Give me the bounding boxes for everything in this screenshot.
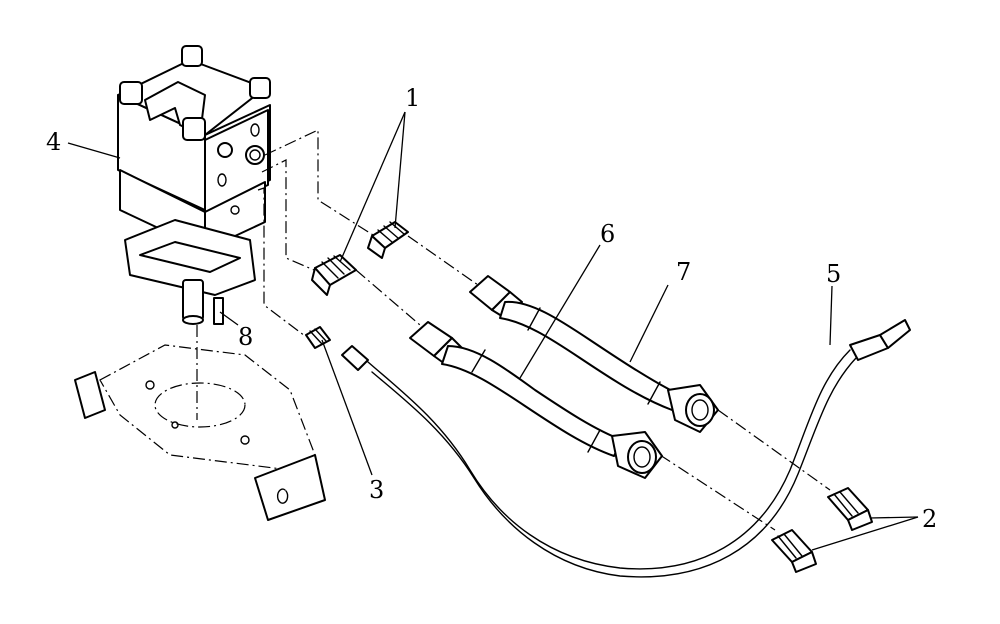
shaft-key — [213, 297, 224, 325]
callout-5: 5 — [826, 260, 841, 288]
fitting-upper — [367, 221, 409, 259]
leader-lines — [67, 111, 919, 551]
hose-7 — [469, 275, 719, 433]
callout-1: 1 — [405, 84, 420, 112]
flow-paths — [257, 129, 831, 531]
fitting-2-upper — [827, 487, 873, 531]
callout-3: 3 — [369, 476, 384, 504]
callout-8: 8 — [238, 323, 253, 351]
fitting-lower — [311, 254, 357, 296]
hose-6 — [409, 321, 663, 479]
mounting-bracket — [74, 344, 326, 521]
callout-4: 4 — [46, 128, 61, 156]
callout-7: 7 — [676, 258, 691, 286]
pump-assembly — [117, 45, 271, 420]
callout-2: 2 — [922, 505, 937, 533]
hose-5 — [341, 319, 911, 578]
callout-6: 6 — [600, 220, 615, 248]
fitting-2-lower — [771, 529, 817, 573]
small-fitting — [305, 326, 331, 349]
